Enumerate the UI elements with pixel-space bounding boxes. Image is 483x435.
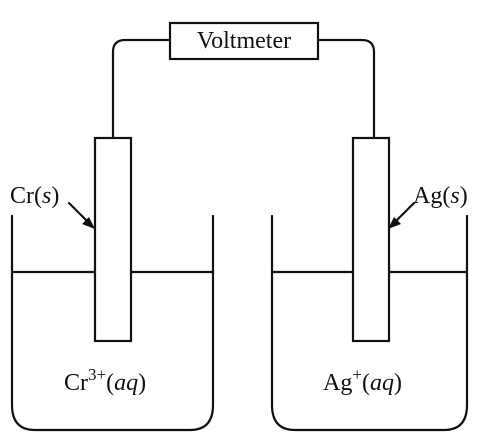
silver-electrode <box>351 136 391 343</box>
chromium-ion-label: Cr3+(aq) <box>64 365 146 396</box>
external-wire <box>111 38 376 140</box>
voltmeter: Voltmeter <box>168 21 320 61</box>
chromium-electrode <box>93 136 133 343</box>
left-beaker <box>10 214 215 432</box>
voltmeter-box <box>168 21 320 61</box>
right-wire <box>316 38 376 140</box>
silver-label-arrowhead <box>388 217 401 229</box>
right-half-cell: Ag(s) Ag+(aq) <box>270 136 469 432</box>
left-wire <box>111 38 172 140</box>
chromium-label-arrowhead <box>82 217 95 229</box>
right-beaker <box>270 214 469 432</box>
chromium-electrode-label: Cr(s) <box>10 183 59 209</box>
voltmeter-label: Voltmeter <box>197 28 291 54</box>
left-half-cell: Cr(s) Cr3+(aq) <box>10 136 215 432</box>
silver-ion-label: Ag+(aq) <box>323 365 402 396</box>
silver-electrode-label: Ag(s) <box>413 183 468 209</box>
